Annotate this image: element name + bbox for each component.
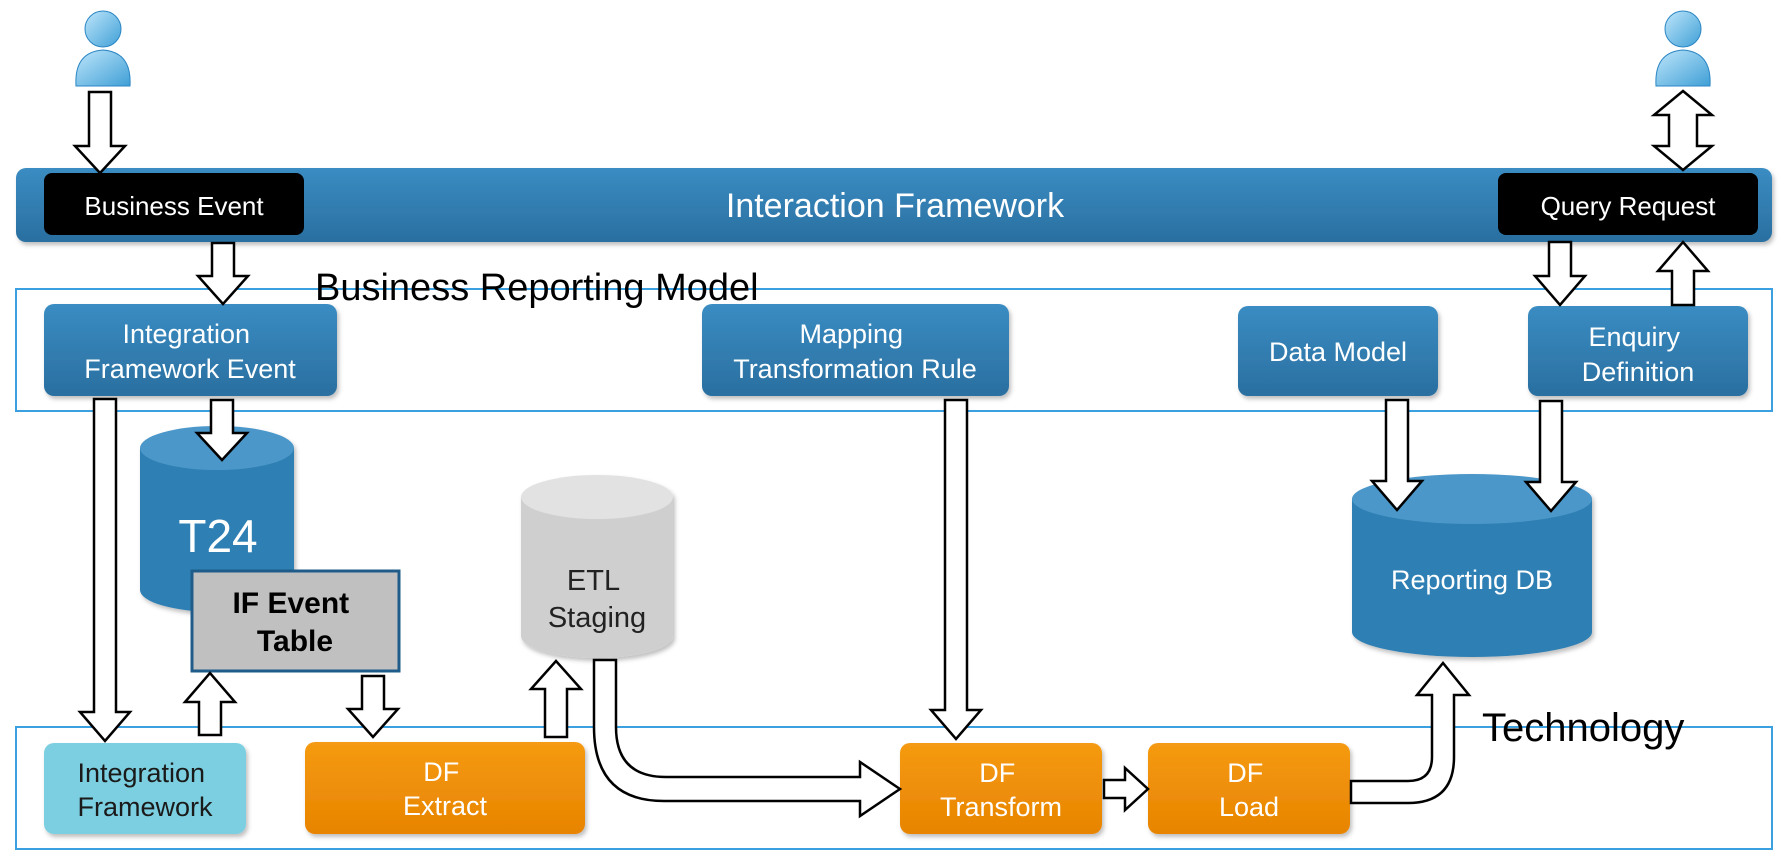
df-extract-box[interactable] — [305, 742, 585, 834]
integration-framework-label: Integration Framework — [77, 758, 213, 822]
integration-framework-event-label: Integration Framework Event — [84, 319, 296, 384]
arrow-df-extract-to-etl-staging — [528, 659, 584, 739]
enquiry-definition-line-2: Definition — [1582, 357, 1695, 387]
business-reporting-model-frame — [15, 288, 1773, 412]
integration-framework-event-line-2: Framework Event — [84, 354, 296, 384]
etl-staging-label: ETL Staging — [548, 565, 646, 634]
mapping-transformation-rule-line-2: Transformation Rule — [733, 354, 977, 384]
etl-staging-line-1: ETL — [567, 565, 620, 597]
arrow-etl-staging-to-df-transform — [592, 658, 903, 819]
if-event-table-label: IF Event Table — [232, 587, 357, 658]
interaction-framework-label: Interaction Framework — [726, 187, 1065, 225]
enquiry-definition-line-1: Enquiry — [1588, 322, 1680, 352]
arrow-integration-framework-to-if-event-table — [182, 671, 238, 737]
df-load-line-2: Load — [1219, 792, 1279, 822]
enquiry-definition-box[interactable] — [1528, 306, 1748, 396]
arrow-df-transform-to-df-load — [1102, 765, 1150, 813]
arrow-df-load-to-reporting-db — [1349, 661, 1472, 805]
arrow-if-event-to-t24 — [194, 398, 250, 462]
arrow-user-query-request-bidirectional — [1650, 89, 1716, 172]
mapping-transformation-rule-box[interactable] — [702, 304, 1009, 396]
data-model-label: Data Model — [1269, 337, 1407, 367]
arrow-user-to-business-event — [72, 90, 128, 175]
mapping-transformation-rule-line-1: Mapping — [799, 319, 903, 349]
technology-label: Technology — [1482, 706, 1684, 750]
right-user-icon — [1655, 10, 1711, 87]
technology-frame — [15, 726, 1773, 850]
mapping-transformation-rule-label: Mapping Transformation Rule — [733, 319, 977, 384]
data-model-box[interactable] — [1238, 306, 1438, 396]
interaction-framework-bar — [16, 168, 1772, 242]
df-load-label: DF Load — [1219, 758, 1279, 822]
arrow-enquiry-definition-to-reporting-db — [1523, 399, 1579, 513]
etl-staging-database — [521, 475, 673, 658]
left-user-icon — [75, 10, 131, 87]
df-extract-line-2: Extract — [403, 791, 488, 821]
reporting-db-label: Reporting DB — [1391, 565, 1553, 595]
enquiry-definition-label: Enquiry Definition — [1582, 322, 1695, 387]
business-event-label: Business Event — [84, 191, 264, 221]
t24-label: T24 — [178, 510, 257, 562]
arrow-query-request-to-enquiry-definition — [1532, 240, 1588, 307]
integration-framework-line-2: Framework — [77, 792, 213, 822]
if-event-table-line-2: Table — [257, 625, 333, 658]
df-transform-line-1: DF — [979, 758, 1015, 788]
query-request-box[interactable] — [1498, 173, 1758, 235]
if-event-table-line-1: IF Event — [232, 587, 349, 620]
df-load-line-1: DF — [1227, 758, 1263, 788]
integration-framework-event-line-1: Integration — [122, 319, 250, 349]
query-request-label: Query Request — [1541, 191, 1717, 221]
arrow-business-event-to-if-event — [195, 241, 251, 306]
df-extract-line-1: DF — [423, 757, 459, 787]
integration-framework-event-box[interactable] — [44, 304, 337, 396]
arrow-mapping-rule-to-df-transform — [928, 398, 984, 741]
business-reporting-model-label: Business Reporting Model — [315, 267, 759, 309]
integration-framework-line-1: Integration — [77, 758, 205, 788]
df-transform-box[interactable] — [900, 743, 1102, 834]
arrow-if-event-to-integration-framework — [77, 397, 133, 743]
etl-staging-line-2: Staging — [548, 602, 646, 634]
df-extract-label: DF Extract — [403, 757, 488, 821]
arrow-data-model-to-reporting-db — [1369, 398, 1425, 512]
arrow-enquiry-definition-to-query-request — [1655, 240, 1711, 307]
if-event-table-box[interactable] — [190, 569, 401, 673]
df-transform-line-2: Transform — [940, 792, 1062, 822]
business-event-box[interactable] — [44, 173, 304, 235]
df-transform-label: DF Transform — [940, 758, 1062, 822]
integration-framework-box[interactable] — [44, 743, 246, 834]
arrow-if-event-table-to-df-extract — [345, 674, 401, 739]
df-load-box[interactable] — [1148, 743, 1350, 834]
